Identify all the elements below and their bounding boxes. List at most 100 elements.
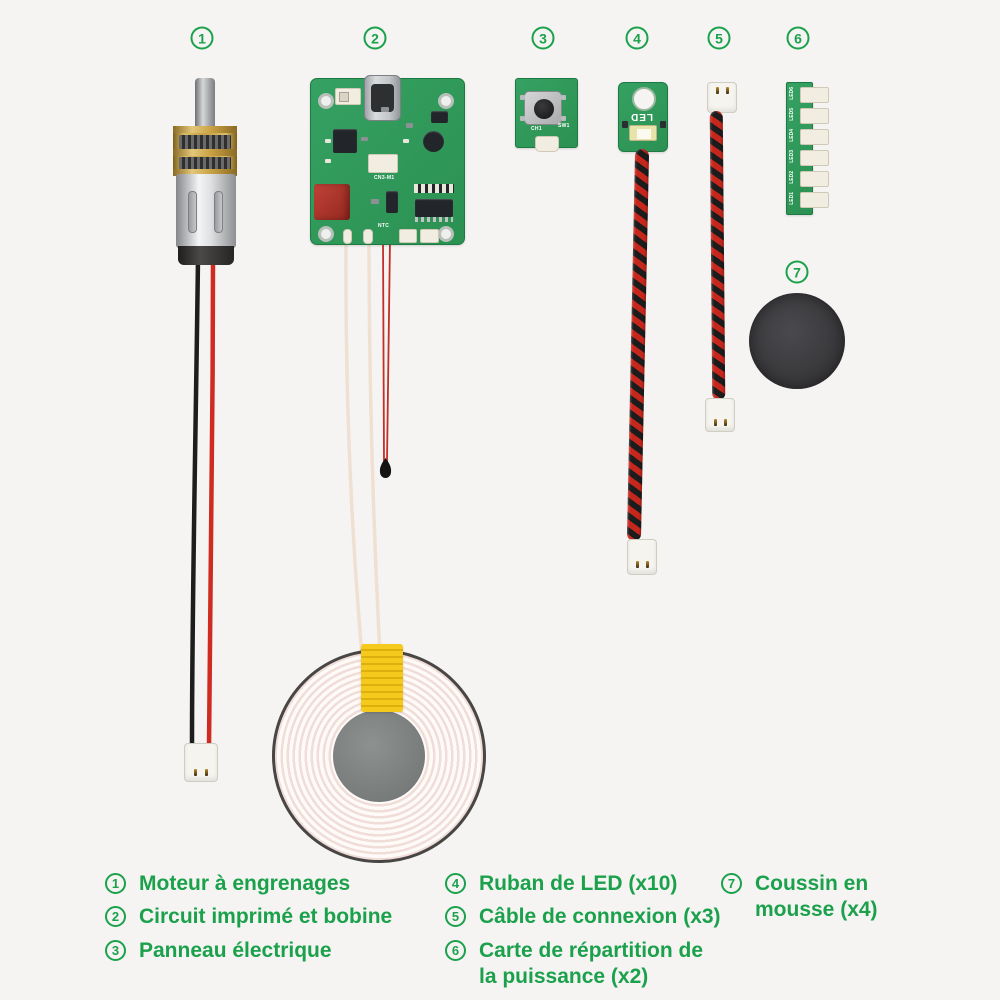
output-connector (399, 229, 417, 243)
coil-ferrite-core (333, 710, 425, 802)
smd-component (325, 139, 331, 143)
switch-pin (520, 116, 525, 121)
led-cable-connector (627, 539, 657, 575)
legend-label-panel: Panneau électrique (139, 938, 332, 962)
legend-num-6: 6 (445, 939, 466, 961)
silkscreen-led3: LED3 (789, 150, 795, 163)
silkscreen-sw1: SW1 (558, 123, 570, 129)
ntc-wire-2 (386, 239, 391, 463)
legend-num-2: 2 (105, 906, 126, 928)
switch-pin (561, 95, 566, 100)
led-chip (629, 125, 657, 141)
power-switch (335, 88, 361, 105)
button-board-connector (535, 136, 559, 152)
motor-vent-slot (188, 191, 197, 233)
legend-item-power-board: 6 Carte de répartition de la puissance (… (445, 938, 725, 991)
mounting-hole (438, 226, 454, 242)
mounting-hole (318, 93, 334, 109)
silkscreen-led6: LED6 (789, 87, 795, 100)
ntc-wire-1 (382, 239, 385, 463)
connector-pin (716, 87, 719, 94)
switch-pin (520, 95, 525, 100)
led-module-cable (626, 148, 650, 542)
button-board: CH1 SW1 (515, 78, 578, 152)
connector-pin (726, 87, 729, 94)
ic-chip (431, 111, 448, 123)
motor-vent-slot (214, 191, 223, 233)
main-circuit-board: CN3-M1 NTC (310, 75, 465, 245)
legend-item-pcb-coil: 2 Circuit imprimé et bobine (105, 904, 405, 930)
power-board-connector (800, 171, 829, 187)
legend-label-pcb-coil: Circuit imprimé et bobine (139, 905, 393, 929)
legend-item-foam: 7 Coussin en mousse (x4) (721, 871, 901, 924)
legend-column-3: 7 Coussin en mousse (x4) (721, 871, 901, 931)
solder-joint (363, 229, 373, 244)
power-board-connector (800, 150, 829, 166)
connector-pin (646, 561, 649, 568)
silkscreen-ntc-label: NTC (378, 223, 390, 229)
motor-gearbox (173, 126, 237, 176)
motor-wire-black (189, 255, 201, 747)
power-board-connector (800, 192, 829, 208)
legend-item-led: 4 Ruban de LED (x10) (445, 871, 725, 897)
switch-pin (561, 116, 566, 121)
connector-pin (636, 561, 639, 568)
motor-body (176, 174, 236, 248)
legend-label-power-board: Carte de répartition de la puissance (x2… (479, 938, 704, 988)
module-pad (622, 121, 628, 128)
connector-pin (724, 419, 727, 426)
motor-gears (179, 135, 231, 149)
cable-connector-top (707, 82, 737, 113)
smd-component (406, 123, 413, 128)
smd-component (381, 107, 389, 112)
led-chip-window (637, 129, 651, 139)
silkscreen-connector-label: CN3-M1 (374, 175, 395, 181)
power-board-connector (800, 108, 829, 124)
solder-joint (343, 229, 352, 244)
module-pad (660, 121, 666, 128)
coil-wire-2 (367, 238, 382, 657)
smd-component (371, 199, 379, 204)
callout-4: 4 (625, 26, 649, 50)
power-board-connector (800, 87, 829, 103)
motor-connector (184, 743, 218, 782)
motor-endcap (178, 246, 234, 265)
gearbox-plate (173, 169, 237, 176)
foam-pad (749, 293, 845, 389)
soic-chip (415, 199, 453, 217)
callout-3: 3 (531, 26, 555, 50)
smd-component (403, 139, 409, 143)
legend-item-panel: 3 Panneau électrique (105, 938, 405, 964)
power-distribution-board: LED6 LED5 LED4 LED3 LED2 LED1 (786, 82, 829, 215)
smd-component (386, 191, 398, 213)
legend-label-cable: Câble de connexion (x3) (479, 905, 721, 929)
legend-num-4: 4 (445, 873, 466, 894)
resistor-row (414, 184, 454, 193)
connection-cable (709, 110, 726, 401)
silkscreen-led2: LED2 (789, 171, 795, 184)
module-hole (632, 87, 656, 111)
smd-component (325, 159, 331, 163)
callout-2: 2 (363, 26, 387, 50)
charging-coil (272, 644, 486, 863)
gearbox-plate (173, 149, 237, 156)
led-strip-module: LED (618, 82, 668, 152)
switch-knob (339, 92, 349, 102)
usb-c-port (364, 75, 401, 121)
legend-column-1: 1 Moteur à engrenages 2 Circuit imprimé … (105, 871, 405, 971)
soic-pins (415, 217, 453, 222)
legend-item-motor: 1 Moteur à engrenages (105, 871, 405, 897)
power-board-connector (800, 129, 829, 145)
legend-column-2: 4 Ruban de LED (x10) 5 Câble de connexio… (445, 871, 725, 997)
connector-pin (714, 419, 717, 426)
legend-label-motor: Moteur à engrenages (139, 872, 351, 895)
smd-component (361, 137, 368, 141)
callout-6: 6 (786, 26, 810, 50)
output-connector (420, 229, 439, 243)
legend-label-led: Ruban de LED (x10) (479, 872, 678, 895)
coil-tape (361, 644, 403, 712)
gearbox-plate (173, 126, 237, 133)
silkscreen-led5: LED5 (789, 108, 795, 121)
